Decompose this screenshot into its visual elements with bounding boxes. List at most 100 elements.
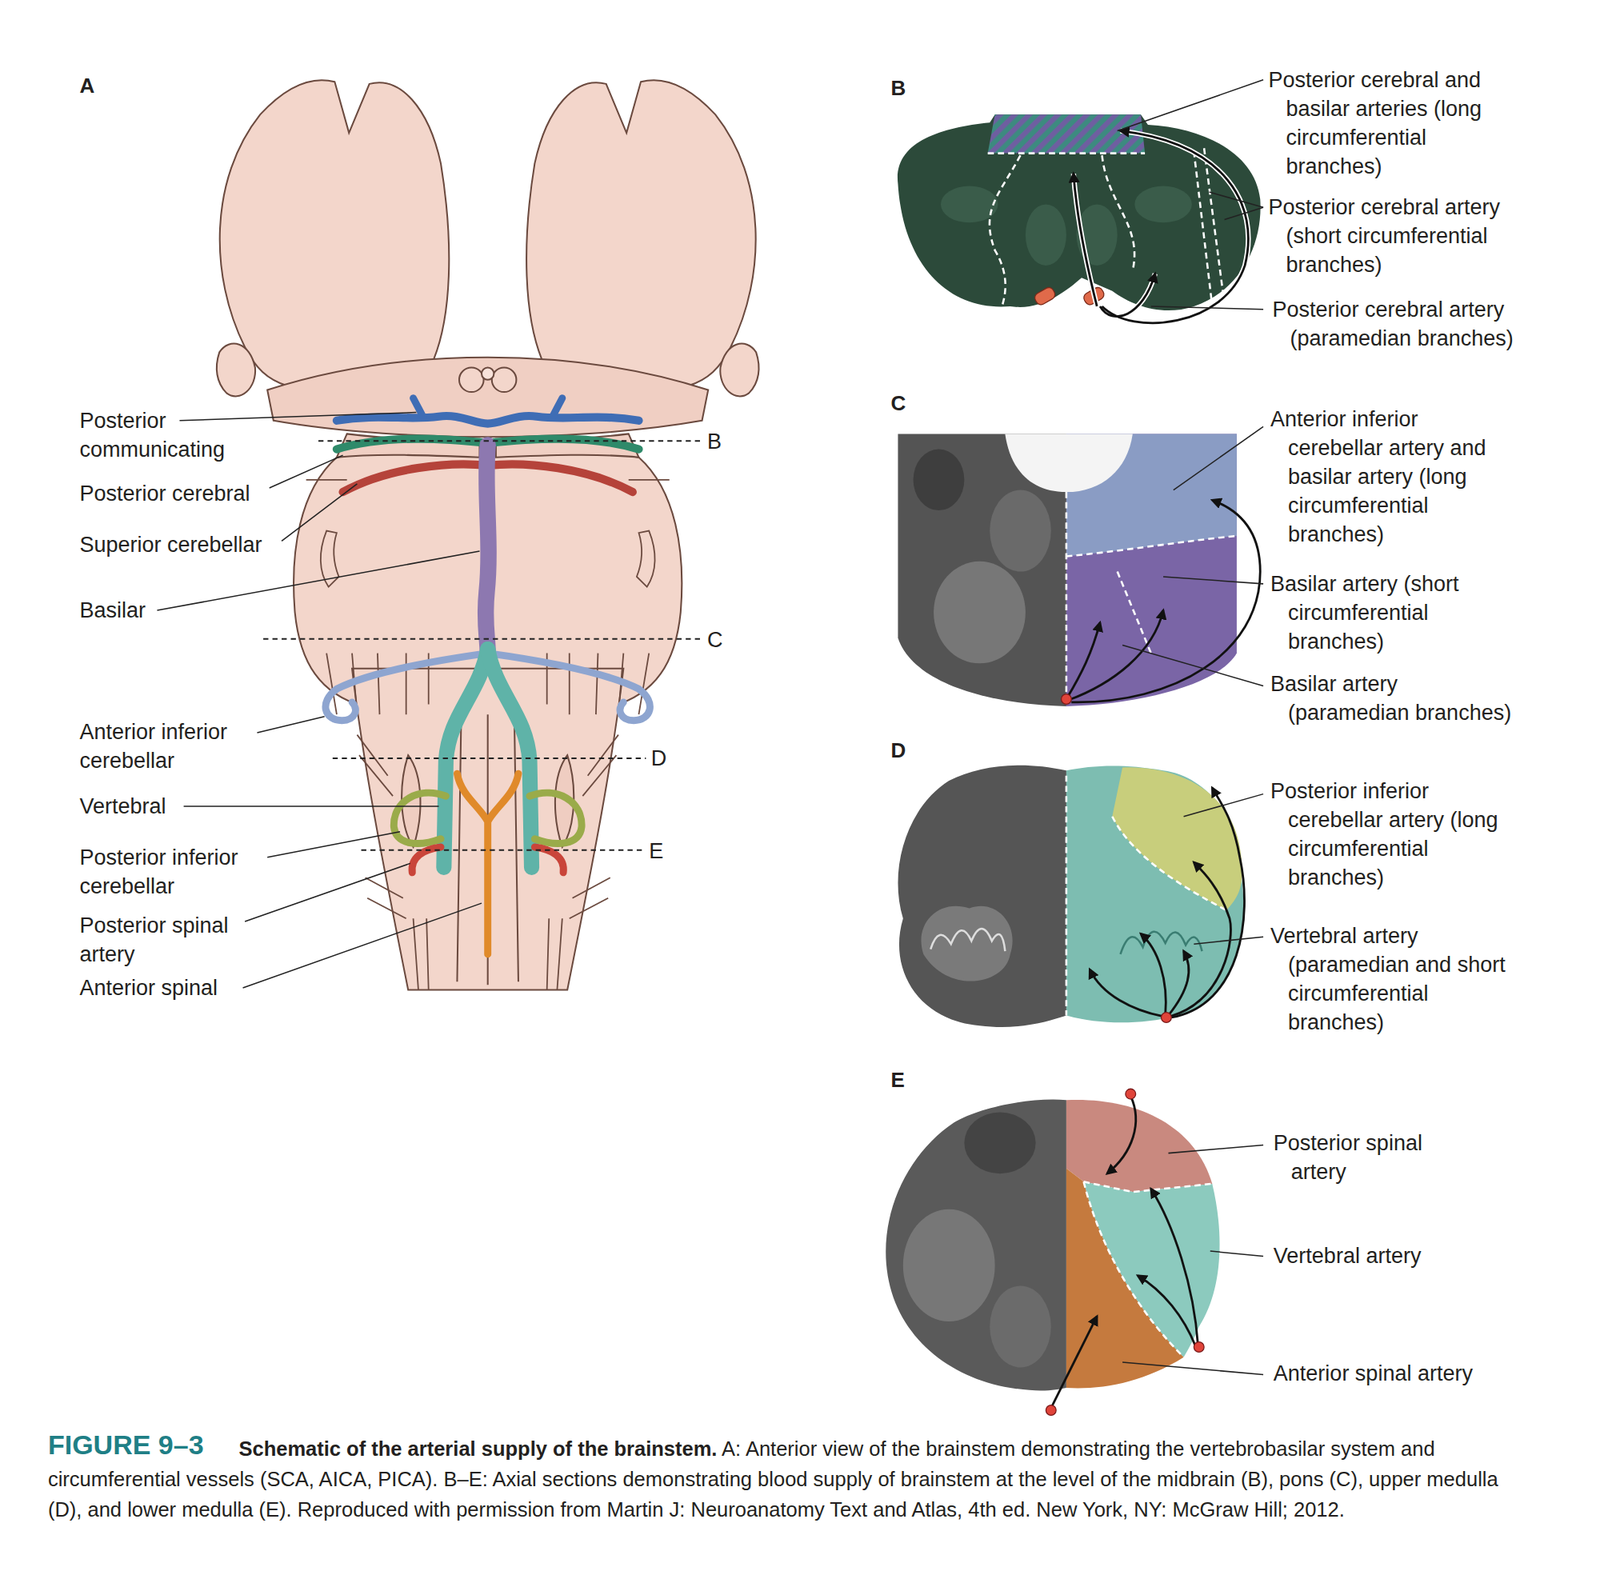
lower-medulla-section	[1193, 1342, 1204, 1353]
leader-lines	[1117, 80, 1264, 1376]
pons-section	[1066, 433, 1237, 707]
label-slot: Posterior cerebral and basilar arteries …	[1268, 65, 1513, 181]
lower-medulla-section	[989, 1285, 1052, 1368]
upper-medulla-section	[897, 765, 1066, 1028]
lower-medulla-section	[1045, 1405, 1056, 1416]
midbrain-section	[1073, 173, 1097, 307]
lower-medulla-section	[1084, 1181, 1213, 1357]
midbrain-section	[1134, 185, 1192, 223]
leader-lines	[184, 805, 440, 808]
territory-label: Vertebral artery (paramedian and short c…	[1270, 921, 1516, 1037]
label-slot: Vertebral	[79, 792, 166, 821]
artery-label: Anterior spinal artery	[1273, 1359, 1473, 1388]
label-slot: Posterior communicating	[79, 406, 258, 464]
basilar-artery	[485, 444, 489, 653]
section-marker: D	[651, 744, 668, 773]
temporal-pole	[720, 344, 759, 397]
label-slot: Anterior spinal artery	[1273, 1359, 1473, 1388]
label-slot: FIGURE 9–3	[48, 1428, 204, 1461]
leader-lines	[1193, 936, 1264, 944]
section-lines	[318, 440, 703, 442]
label-slot: Posterior cerebral artery (paramedian br…	[1272, 295, 1539, 353]
panel-letter: C	[891, 388, 907, 418]
lower-medulla-section	[1051, 1096, 1199, 1408]
pons-section	[989, 490, 1052, 572]
artery-label: Posterior communicating	[79, 406, 258, 464]
lower-medulla-section	[1107, 1096, 1136, 1174]
anterior-spinal-artery	[456, 773, 519, 955]
leader-lines	[281, 484, 357, 541]
pons-section	[1071, 500, 1260, 703]
medulla	[352, 668, 624, 991]
territory-label: Basilar artery (short circumferential br…	[1270, 569, 1505, 656]
upper-medulla-section	[1171, 788, 1244, 1018]
leader-lines	[1173, 426, 1264, 490]
brainstem-drawing	[216, 80, 760, 990]
section-marker: B	[707, 427, 722, 456]
pons-section	[1066, 433, 1237, 707]
left-hemisphere	[220, 80, 450, 395]
lower-medulla-section	[1151, 1188, 1199, 1345]
pons-section	[897, 433, 1260, 707]
midbrain-section	[1073, 173, 1097, 307]
arteries	[325, 398, 650, 955]
upper-medulla-section	[1161, 1012, 1172, 1024]
pons-section	[1061, 694, 1072, 705]
upper-medulla-section	[1089, 969, 1164, 1017]
section-lines	[263, 440, 702, 850]
pons-section	[1004, 433, 1132, 492]
label-slot: D	[891, 736, 907, 765]
section-marker: E	[648, 836, 664, 866]
mammillary-body	[492, 367, 517, 392]
lower-medulla-section	[1066, 1168, 1184, 1389]
territory-label: Posterior inferior cerebellar artery (lo…	[1270, 776, 1516, 892]
upper-medulla-section	[930, 928, 1005, 952]
midbrain-section	[1025, 204, 1067, 266]
lower-medulla-section	[1066, 1100, 1212, 1192]
pons-section	[933, 561, 1026, 664]
label-slot: E	[891, 1065, 905, 1095]
pons-section	[913, 449, 965, 512]
midbrain-section	[1073, 131, 1249, 324]
leader-lines	[1151, 306, 1264, 310]
leader-lines	[269, 455, 344, 488]
label-slot: Basilar artery (paramedian branches)	[1270, 669, 1516, 728]
label-slot: Anterior spinal	[79, 973, 218, 1003]
pica	[393, 792, 446, 844]
midbrain-section	[1100, 273, 1156, 316]
label-slot: Basilar	[79, 596, 146, 625]
lower-medulla-section	[1125, 1088, 1136, 1100]
leader-lines	[1210, 1251, 1264, 1256]
label-slot: B	[891, 73, 907, 103]
artery-label: Posterior spinal artery	[79, 911, 258, 969]
nerve-roots	[547, 735, 619, 991]
section-marker: C	[707, 625, 724, 655]
label-slot: Vertebral artery	[1273, 1241, 1422, 1271]
leader-lines	[1117, 80, 1264, 132]
territory-label: Posterior cerebral and basilar arteries …	[1268, 65, 1513, 181]
label-slot: Anterior inferior cerebellar	[79, 717, 273, 776]
panel-letter: B	[891, 73, 907, 103]
midbrain-section	[1073, 131, 1249, 324]
artery-label: Superior cerebellar	[79, 530, 262, 560]
nerve-roots	[356, 735, 428, 991]
upper-medulla-section	[1120, 932, 1203, 955]
leader-lines	[1184, 794, 1264, 817]
upper-medulla-section	[1170, 862, 1231, 1017]
midbrain-section	[1102, 155, 1136, 271]
leader-lines	[1163, 576, 1264, 584]
lower-medulla-section	[1084, 1181, 1213, 1192]
section-lines	[361, 849, 644, 852]
posterior-communicating-artery	[413, 398, 563, 418]
upper-medulla-section	[1066, 765, 1244, 1028]
artery-label: Anterior spinal	[79, 973, 218, 1003]
leader-lines	[244, 863, 411, 922]
upper-medulla-section	[1168, 951, 1189, 1016]
label-slot: Posterior inferior cerebellar artery (lo…	[1270, 776, 1516, 892]
label-slot: C	[707, 625, 724, 655]
midbrain-section	[1102, 131, 1249, 324]
midbrain-section	[940, 185, 998, 223]
infundibulum	[481, 367, 494, 380]
upper-medulla-section	[920, 906, 1012, 982]
